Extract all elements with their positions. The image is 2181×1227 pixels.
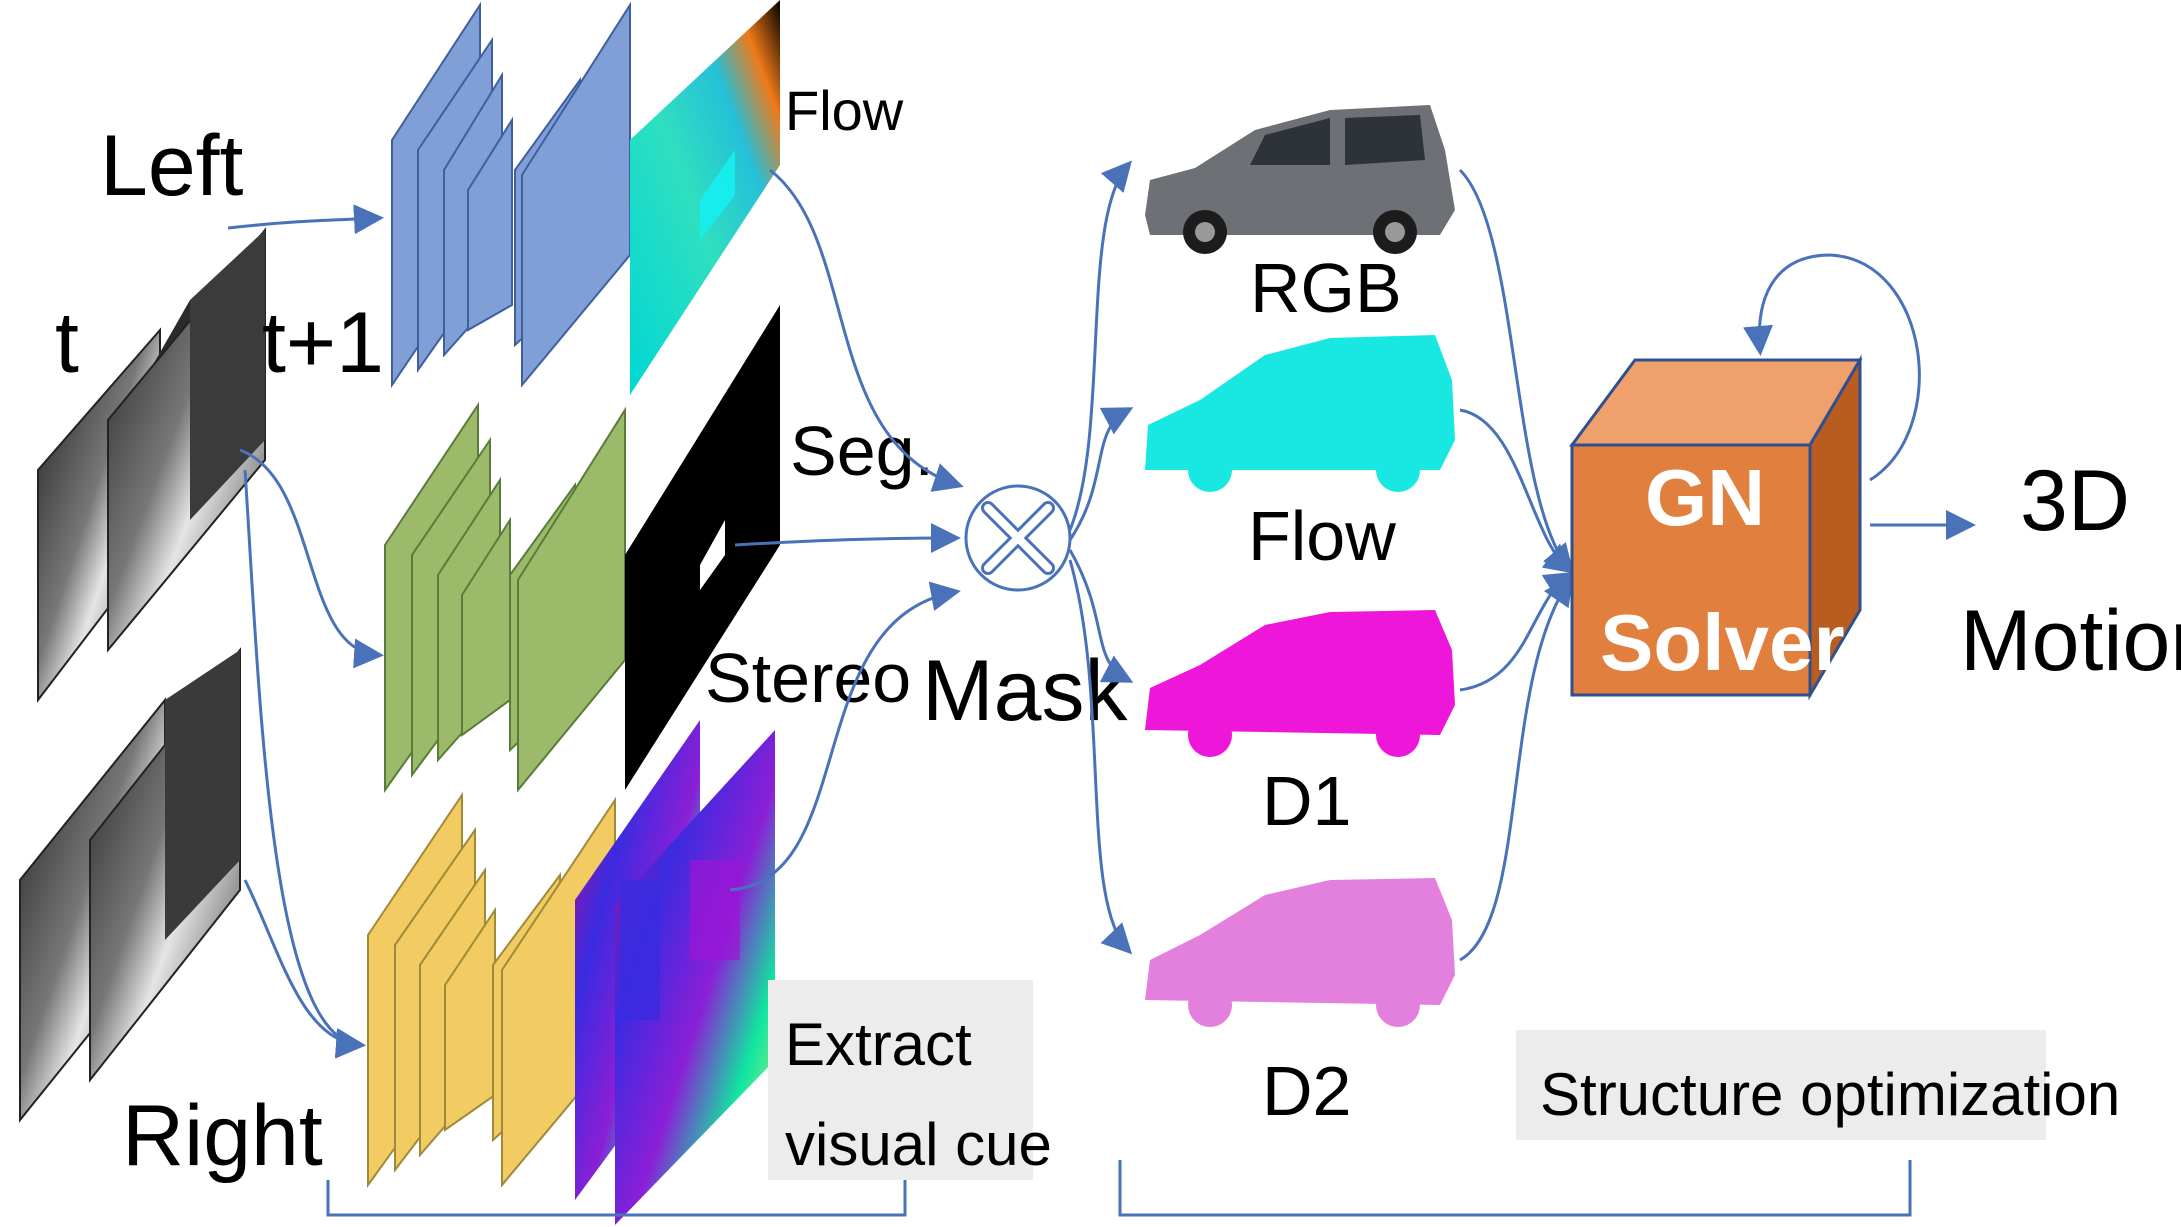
left-image-stack bbox=[37, 227, 266, 703]
input-arrows bbox=[227, 204, 384, 1059]
flow-car bbox=[1145, 335, 1455, 492]
solver-loop-arrow bbox=[1743, 253, 1921, 482]
cue-to-mask-arrows bbox=[729, 168, 964, 892]
mask-node bbox=[964, 484, 1072, 592]
d1-label: D1 bbox=[1262, 762, 1351, 840]
seg-cnn-block bbox=[384, 401, 626, 794]
right-image-stack bbox=[19, 647, 241, 1123]
left-label: Left bbox=[100, 118, 244, 214]
seg-cue-label: Seg. bbox=[790, 412, 934, 490]
structure-bracket bbox=[1118, 1160, 1912, 1217]
extract-line1: Extract bbox=[785, 1011, 972, 1078]
right-label: Right bbox=[122, 1088, 323, 1184]
seg-map bbox=[625, 305, 780, 790]
d2-car bbox=[1145, 878, 1455, 1027]
output-line2: Motion bbox=[1960, 593, 2181, 689]
extract-line2: visual cue bbox=[785, 1111, 1052, 1178]
rgb-car bbox=[1145, 105, 1455, 254]
extract-box bbox=[768, 980, 1033, 1180]
stereo-cue-label: Stereo bbox=[705, 639, 911, 717]
extract-bracket bbox=[326, 1180, 907, 1217]
flow-cnn-block bbox=[391, 1, 631, 389]
structure-label: Structure optimization bbox=[1540, 1061, 2120, 1128]
rgb-label: RGB bbox=[1250, 249, 1402, 327]
solver-line1: GN bbox=[1645, 453, 1765, 542]
flow-map bbox=[630, 0, 780, 395]
flow-cue-label: Flow bbox=[785, 79, 904, 142]
output-line1: 3D bbox=[2020, 453, 2130, 549]
d2-label: D2 bbox=[1262, 1052, 1351, 1130]
t-label: t bbox=[55, 295, 79, 391]
t1-label: t+1 bbox=[262, 295, 384, 391]
flow-view-label: Flow bbox=[1248, 497, 1396, 575]
d1-car bbox=[1145, 610, 1455, 757]
solver-line2: Solver bbox=[1600, 598, 1845, 687]
mask-to-views-arrows bbox=[1068, 160, 1134, 955]
structure-box bbox=[1516, 1030, 2046, 1140]
gn-solver-box bbox=[1569, 354, 1863, 701]
views-to-solver-arrows bbox=[1458, 168, 1576, 962]
mask-label: Mask bbox=[922, 643, 1128, 739]
stereo-map bbox=[575, 720, 775, 1225]
